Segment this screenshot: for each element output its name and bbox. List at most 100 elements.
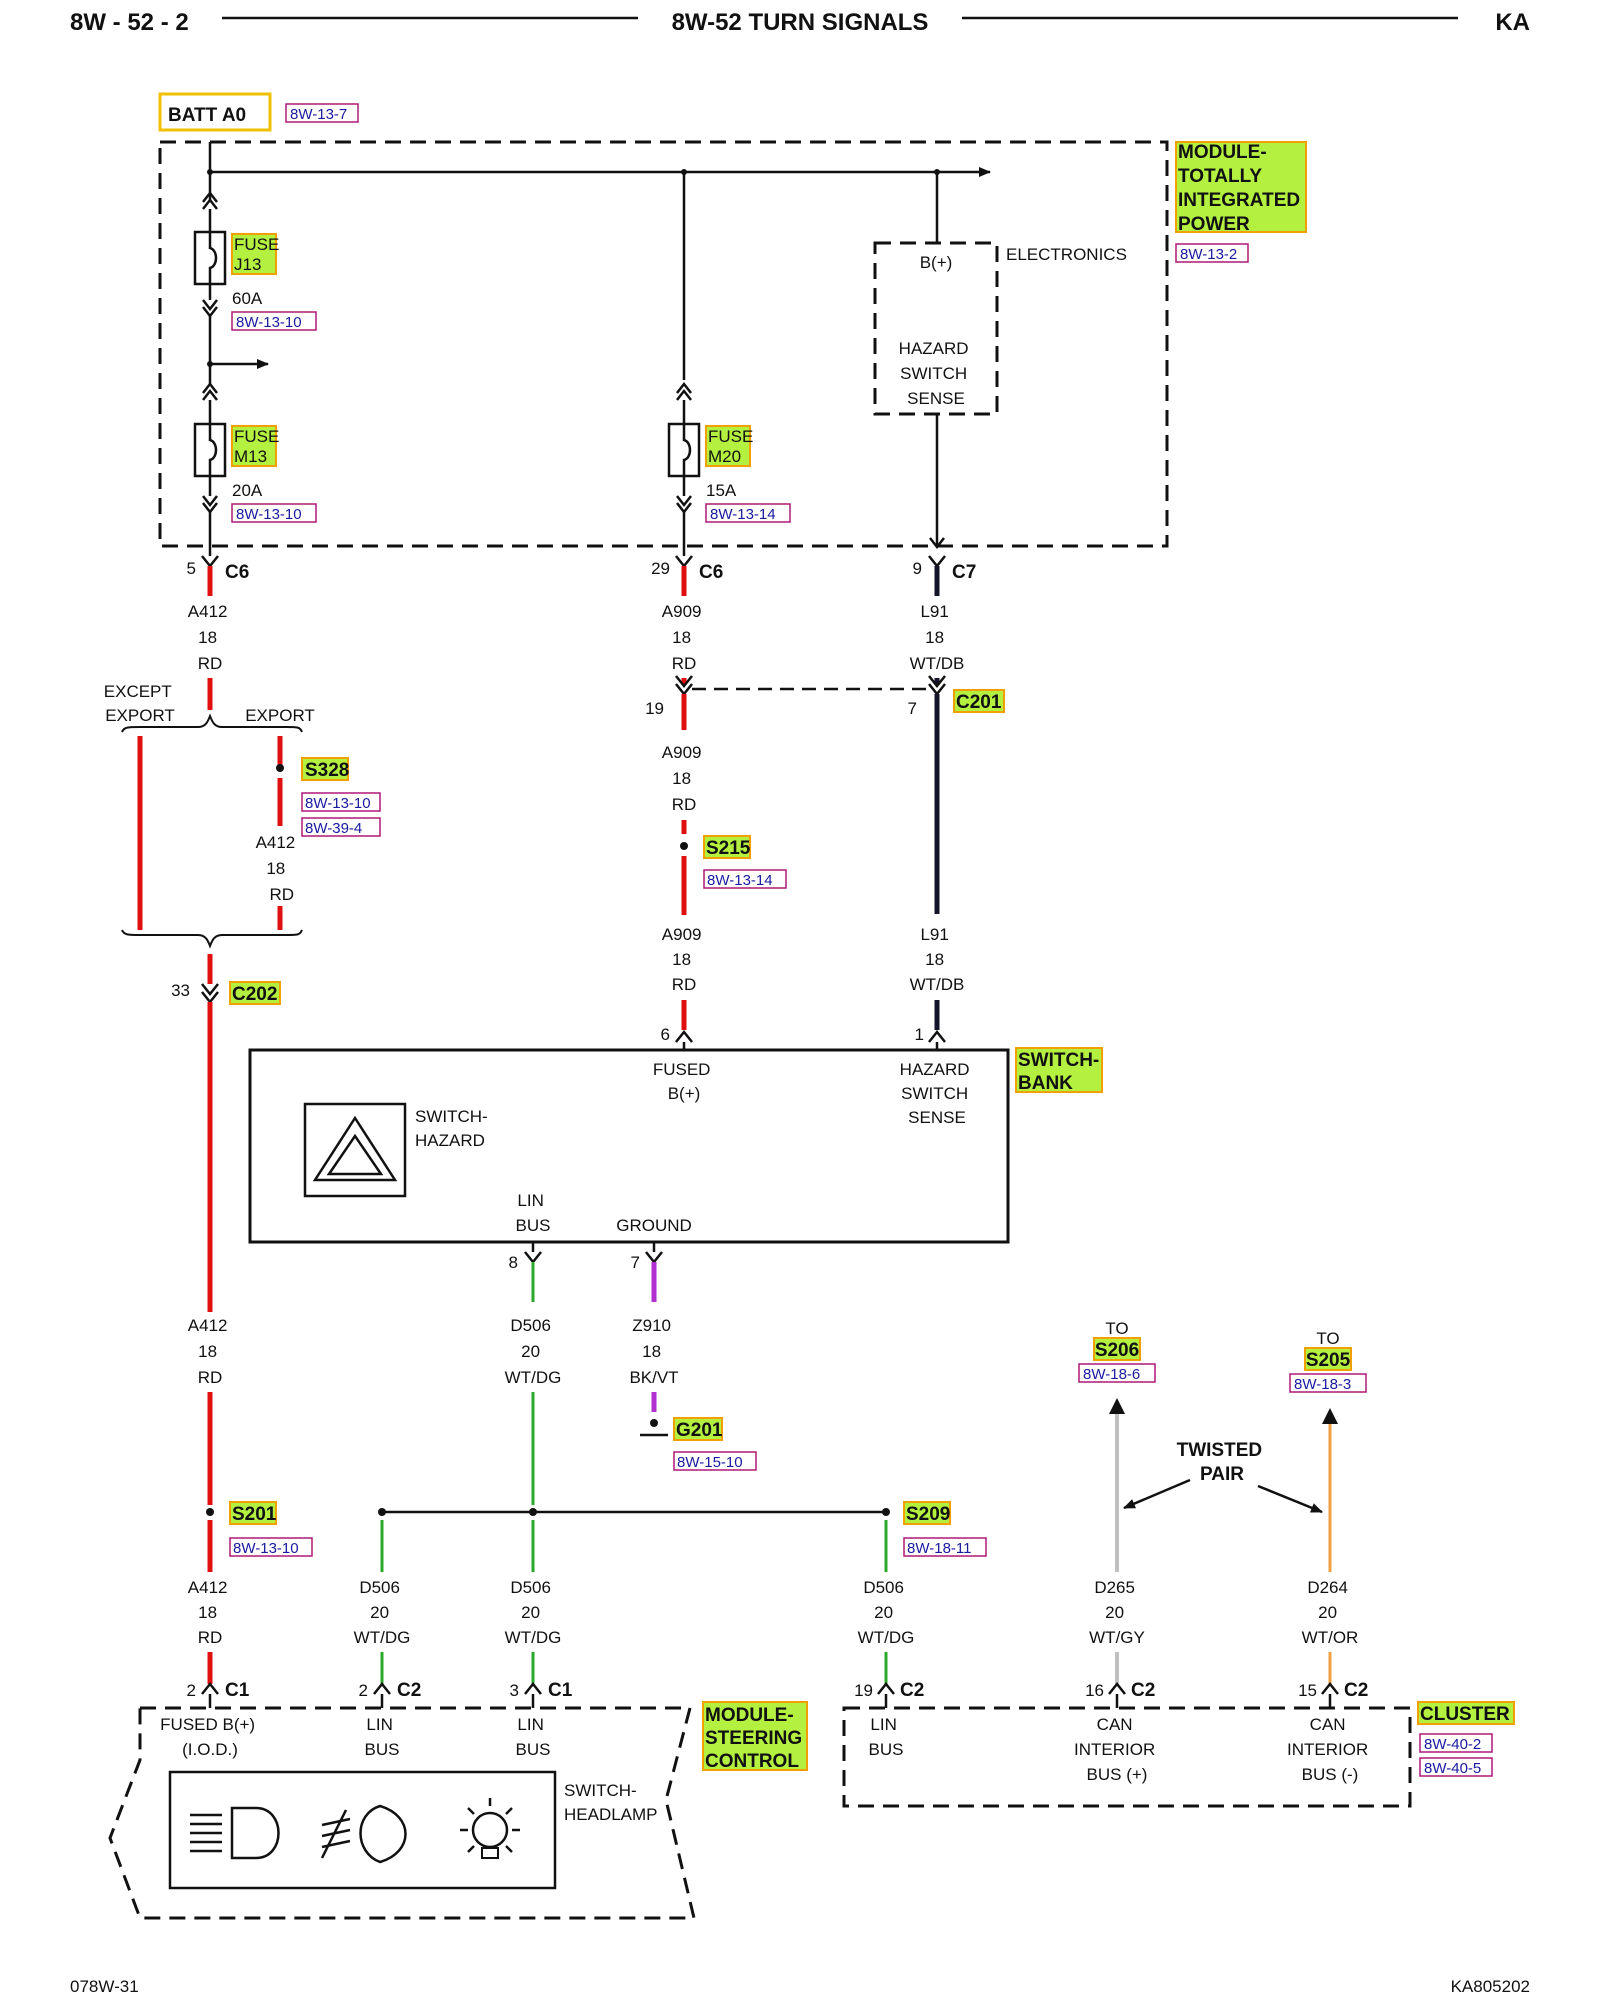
to-s205-label: TO bbox=[1316, 1329, 1339, 1348]
fuse-m13-label: FUSE bbox=[234, 427, 279, 446]
page-footer: 078W-31 KA805202 bbox=[70, 1977, 1530, 1996]
scm-lin2-line: BUS bbox=[516, 1740, 551, 1759]
wire-color: WT/GY bbox=[1089, 1628, 1145, 1647]
tipm-module: MODULE- TOTALLY INTEGRATED POWER 8W-13-2 bbox=[158, 140, 1307, 556]
svg-text:A412 18 RD: A412 18 RD bbox=[256, 833, 300, 904]
z910-circuit: 7 Z910 18 BK/VT G201 8W-15-10 bbox=[629, 1242, 757, 1471]
c201-name: C201 bbox=[956, 692, 1002, 713]
scm-headlamp-label: SWITCH- HEADLAMP bbox=[564, 1781, 658, 1824]
page-number: 8W - 52 - 2 bbox=[70, 9, 189, 36]
swbank-fused-label: FUSED B(+) bbox=[653, 1060, 715, 1103]
electronics-hazard-sense: HAZARD SWITCH SENSE bbox=[899, 339, 974, 408]
swbank-lin-line: LIN bbox=[517, 1191, 543, 1210]
c6-mid-name: C6 bbox=[699, 562, 723, 583]
scm-name-line: MODULE- bbox=[705, 1705, 794, 1726]
tipm-ref: 8W-13-2 bbox=[1180, 246, 1237, 263]
wire-color: WT/DG bbox=[505, 1368, 562, 1387]
bottom-connectors: 2 C1 2 C2 3 C1 19 C2 16 C2 15 C2 bbox=[187, 1680, 1368, 1708]
cluster-cann-line: INTERIOR bbox=[1287, 1740, 1368, 1759]
scm-headlamp-line: HEADLAMP bbox=[564, 1805, 658, 1824]
swbank-hazard-pin: 1 bbox=[915, 1025, 924, 1044]
scm-lin1-line: BUS bbox=[365, 1740, 400, 1759]
wire-color: WT/DG bbox=[505, 1628, 562, 1647]
wire-code: D506 bbox=[359, 1578, 400, 1597]
wire-gauge: 18 bbox=[266, 859, 285, 878]
c201-left-pin: 19 bbox=[645, 699, 664, 718]
wire-color: RD bbox=[672, 654, 697, 673]
page-title: 8W-52 TURN SIGNALS bbox=[672, 9, 929, 36]
c6-mid-pin: 29 bbox=[651, 559, 670, 578]
fuse-j13-ref: 8W-13-10 bbox=[236, 314, 302, 331]
wire-gauge: 20 bbox=[370, 1603, 389, 1622]
svg-text:A909 18 RD: A909 18 RD bbox=[662, 925, 706, 994]
wire-color: RD bbox=[198, 654, 223, 673]
wire-code: D264 bbox=[1307, 1578, 1348, 1597]
scm-lin1-line: LIN bbox=[366, 1715, 392, 1734]
wire-gauge: 18 bbox=[672, 769, 691, 788]
svg-text:D506 20 WT/DG: D506 20 WT/DG bbox=[858, 1578, 915, 1647]
wire-gauge: 20 bbox=[521, 1342, 540, 1361]
scm-fused-line: FUSED B(+) bbox=[160, 1715, 255, 1734]
tipm-name-line: MODULE- bbox=[1178, 142, 1267, 163]
svg-text:D506 20 WT/DG: D506 20 WT/DG bbox=[505, 1316, 562, 1387]
swbank-lin-pin: 8 bbox=[509, 1253, 518, 1272]
fuse-j13-rating: 60A bbox=[232, 289, 263, 308]
cl-canp-name: C2 bbox=[1131, 1680, 1155, 1701]
cluster-ref-2: 8W-40-5 bbox=[1424, 1760, 1481, 1777]
tipm-name-line: POWER bbox=[1178, 214, 1250, 235]
s328-ref-1: 8W-13-10 bbox=[305, 795, 371, 812]
wire-gauge: 18 bbox=[672, 950, 691, 969]
c6-left-name: C6 bbox=[225, 562, 249, 583]
fuse-m20-rating: 15A bbox=[706, 481, 737, 500]
scm-c2-name: C2 bbox=[397, 1680, 421, 1701]
d506-circuit: 8 D506 20 WT/DG S209 8W-18-11 D506 20 WT… bbox=[354, 1242, 987, 1684]
cl-lin-name: C2 bbox=[900, 1680, 924, 1701]
fuse-j13-label: FUSE bbox=[234, 235, 279, 254]
cluster-lin-line: BUS bbox=[869, 1740, 904, 1759]
switch-bank-name: SWITCH- BANK bbox=[1018, 1050, 1105, 1094]
footer-left: 078W-31 bbox=[70, 1977, 139, 1996]
electronics-bplus: B(+) bbox=[920, 253, 953, 272]
svg-text:A412 18 RD: A412 18 RD bbox=[188, 602, 232, 673]
tipm-name-line: TOTALLY bbox=[1178, 166, 1262, 187]
svg-text:A909 18 RD: A909 18 RD bbox=[662, 602, 706, 673]
g201-ref: 8W-15-10 bbox=[677, 1454, 743, 1471]
a909-circuit: 19 A909 18 RD S215 8W-13-14 A909 18 RD 6 bbox=[645, 675, 929, 1050]
page-header: 8W - 52 - 2 8W-52 TURN SIGNALS KA bbox=[70, 9, 1530, 36]
exterior-light-icon bbox=[460, 1798, 520, 1859]
cl-canp-pin: 16 bbox=[1085, 1681, 1104, 1700]
footer-right: KA805202 bbox=[1451, 1977, 1530, 1996]
wire-gauge: 20 bbox=[1105, 1603, 1124, 1622]
swbank-ground-label: GROUND bbox=[616, 1216, 692, 1235]
wire-color: RD bbox=[198, 1628, 223, 1647]
scm-c1a-pin: 2 bbox=[187, 1681, 196, 1700]
l91-circuit: 7 C201 L91 18 WT/DB 1 bbox=[908, 675, 1005, 1050]
except-export-line: EXCEPT bbox=[104, 682, 172, 701]
scm-c1a-name: C1 bbox=[225, 1680, 250, 1701]
wire-code: L91 bbox=[920, 925, 948, 944]
wire-code: A909 bbox=[662, 925, 702, 944]
hazard-sense-line: HAZARD bbox=[899, 339, 969, 358]
electronics-label: ELECTRONICS bbox=[1006, 245, 1127, 264]
switch-bank-line: BANK bbox=[1018, 1073, 1073, 1094]
cluster-lin-label: LIN BUS bbox=[869, 1715, 904, 1759]
scm-headlamp-line: SWITCH- bbox=[564, 1781, 637, 1800]
scm-c1b-pin: 3 bbox=[510, 1681, 519, 1700]
scm-fused-line: (I.O.D.) bbox=[182, 1740, 238, 1759]
svg-text:L91 18 WT/DB: L91 18 WT/DB bbox=[910, 602, 965, 673]
cluster-canp-line: BUS (+) bbox=[1087, 1765, 1148, 1784]
wire-gauge: 20 bbox=[521, 1603, 540, 1622]
c201-right-pin: 7 bbox=[908, 699, 917, 718]
wire-a909-top: A909 18 RD bbox=[662, 602, 706, 673]
fuse-m13-rating: 20A bbox=[232, 481, 263, 500]
scm-c2-pin: 2 bbox=[359, 1681, 368, 1700]
svg-text:Z910 18 BK/VT: Z910 18 BK/VT bbox=[629, 1316, 678, 1387]
swbank-hazard-label: HAZARD SWITCH SENSE bbox=[900, 1060, 975, 1127]
s328-name: S328 bbox=[305, 760, 349, 781]
cluster-cann-label: CAN INTERIOR BUS (-) bbox=[1287, 1715, 1373, 1784]
cluster-canp-line: CAN bbox=[1097, 1715, 1133, 1734]
wire-code: D506 bbox=[510, 1578, 551, 1597]
fuse-m20-label: FUSE bbox=[708, 427, 753, 446]
wire-code: A909 bbox=[662, 743, 702, 762]
